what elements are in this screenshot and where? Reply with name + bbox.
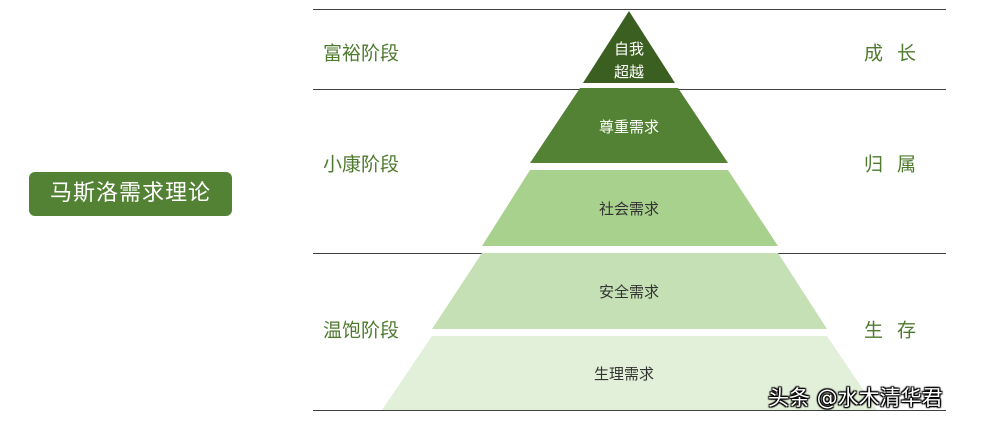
- tier-label-line: 尊重需求: [599, 118, 659, 136]
- pyramid-tier-physiological: 生理需求: [382, 336, 877, 410]
- need-category-survival: 生存: [864, 319, 931, 342]
- tier-shape: [583, 11, 675, 83]
- need-category-growth: 成长: [864, 42, 931, 65]
- pyramid-tier-social: 社会需求: [482, 170, 778, 246]
- tier-shape: [432, 253, 827, 329]
- tier-shape: [382, 336, 877, 410]
- stage-label-moderately-prosperous: 小康阶段: [323, 153, 400, 176]
- tier-label-line: 自我: [614, 40, 644, 58]
- pyramid-tier-esteem: 尊重需求: [530, 88, 728, 163]
- pyramid-tier-self-transcendence: 自我 超越: [583, 11, 675, 83]
- stage-label-subsistence: 温饱阶段: [323, 319, 400, 342]
- tier-shape: [530, 88, 728, 163]
- stage-label-wealthy: 富裕阶段: [323, 42, 400, 65]
- tier-label-line: 社会需求: [599, 200, 659, 218]
- diagram-title: 马斯洛需求理论: [29, 172, 232, 216]
- divider-bottom: [313, 410, 946, 411]
- divider-top: [313, 9, 946, 10]
- tier-shape: [482, 170, 778, 246]
- pyramid-tier-safety: 安全需求: [432, 253, 827, 329]
- need-category-belonging: 归属: [864, 153, 931, 176]
- tier-label-line: 安全需求: [599, 283, 659, 301]
- tier-label-line: 生理需求: [594, 365, 654, 383]
- tier-label-line: 超越: [614, 63, 644, 81]
- watermark-text: 头条 @水木清华君: [768, 386, 943, 410]
